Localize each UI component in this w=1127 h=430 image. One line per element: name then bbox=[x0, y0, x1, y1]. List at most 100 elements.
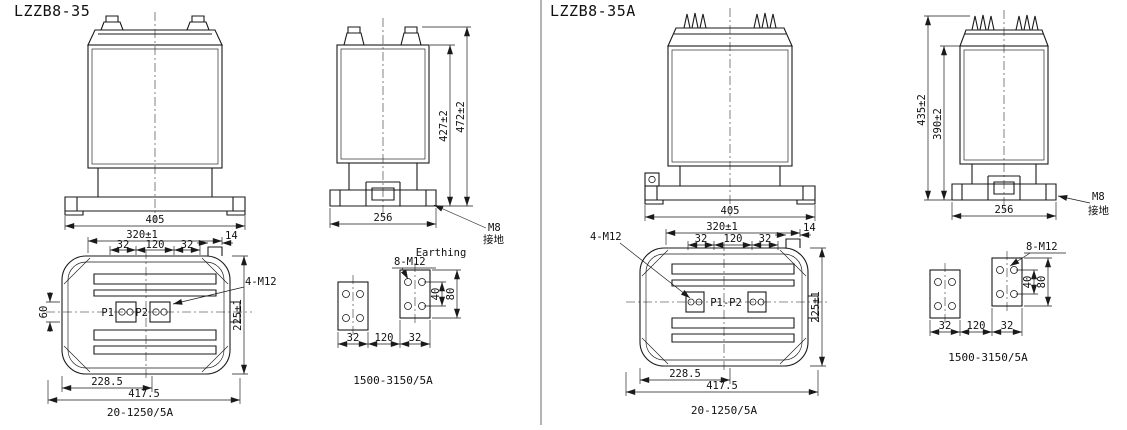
dim-label-472: 472±2 bbox=[455, 101, 467, 133]
term-bolts-label: 8-M12 bbox=[394, 256, 426, 268]
earth-cn-label: 接地 bbox=[483, 233, 504, 246]
top-tab-r bbox=[785, 238, 801, 248]
plan-bolt-callout-right: 4-M12 bbox=[590, 231, 691, 299]
dim-plan-segments: 32 120 32 bbox=[109, 239, 201, 255]
dim-label-t-seg1-r: 32 bbox=[939, 320, 952, 332]
core-laminations-r bbox=[671, 263, 795, 343]
dim-label-80-r: 80 bbox=[1036, 276, 1048, 289]
dim-plan-base2-r: 417.5 bbox=[625, 370, 819, 396]
waist-side bbox=[348, 163, 418, 190]
right-sheet: LZZB8-35A 405 435±2 bbox=[550, 2, 1110, 417]
waist bbox=[97, 168, 213, 197]
dim-plan-tab-r: 14 bbox=[775, 222, 816, 238]
body-outline-side-r bbox=[959, 45, 1049, 165]
dim-label-2285-r: 228.5 bbox=[669, 368, 701, 380]
side-lug bbox=[230, 301, 241, 323]
dim-plan-base1-r: 228.5 bbox=[639, 368, 731, 384]
dim-label-4175-r: 417.5 bbox=[706, 380, 738, 392]
plan-view-left: P1 P2 4-M12 320±1 32 120 32 14 2 bbox=[38, 229, 277, 419]
earth-en-label: Earthing bbox=[416, 247, 467, 259]
dim-label-14-r: 14 bbox=[803, 222, 816, 234]
dim-label-seg3: 32 bbox=[181, 239, 194, 251]
earth-terminal-detail bbox=[644, 172, 660, 187]
dim-label-seg3-r: 32 bbox=[759, 233, 772, 245]
p2-label: P2 bbox=[135, 307, 148, 319]
dim-label-t-seg2: 120 bbox=[375, 332, 394, 344]
dim-plan-depth-r: 225±1 bbox=[810, 247, 826, 367]
term-bolts-label-r: 8-M12 bbox=[1026, 241, 1058, 253]
core-laminations bbox=[93, 273, 217, 355]
dim-total-height: 472±2 bbox=[422, 26, 471, 206]
earth-cn-label-r: 接地 bbox=[1088, 204, 1110, 217]
dim-label-40: 40 bbox=[430, 288, 442, 301]
front-view-left: 405 bbox=[64, 12, 246, 230]
primary-terminals bbox=[100, 15, 210, 31]
p1-terminal-block-r bbox=[685, 291, 705, 313]
p1-label: P1 bbox=[101, 307, 114, 319]
plan-bolts-label: 4-M12 bbox=[245, 276, 277, 288]
dim-plan-segments-r: 32 120 32 bbox=[687, 233, 779, 250]
secondary-terminal-box-r bbox=[987, 175, 1021, 200]
top-tab bbox=[207, 246, 223, 256]
dim-term-pitch-left: 40 bbox=[424, 281, 446, 307]
model-title-left: LZZB8-35 bbox=[14, 2, 90, 20]
secondary-terminal-box bbox=[365, 181, 401, 206]
earthing-callout-right: M8 接地 bbox=[1057, 191, 1110, 217]
waist-r bbox=[679, 166, 781, 186]
earth-bolt-label: M8 bbox=[488, 222, 501, 234]
plan-bolt-callout-left: 4-M12 bbox=[172, 276, 277, 305]
dim-label-14: 14 bbox=[225, 230, 238, 242]
terminal-pad-1 bbox=[337, 281, 369, 331]
earth-bolt-label-r: M8 bbox=[1092, 191, 1105, 203]
terminal-view-right: 8-M12 40 80 32 120 32 1500-3150/5A bbox=[929, 241, 1066, 364]
primary-studs bbox=[683, 12, 777, 29]
body-inner-side-r bbox=[963, 49, 1045, 161]
dim-front-width: 405 bbox=[64, 214, 246, 230]
dim-plan-tab: 14 bbox=[197, 230, 238, 246]
dim-body-height-r: 390±2 bbox=[932, 45, 960, 200]
primary-studs-side bbox=[971, 14, 1039, 31]
dim-label-seg2: 120 bbox=[146, 239, 165, 251]
dim-label-256-r: 256 bbox=[995, 204, 1014, 216]
rating-label-term-right: 1500-3150/5A bbox=[948, 351, 1028, 364]
p2-terminal-block bbox=[149, 301, 171, 323]
terminal-pad-2-r bbox=[991, 257, 1023, 307]
dim-label-320: 320±1 bbox=[126, 229, 158, 241]
dim-label-60: 60 bbox=[38, 306, 50, 319]
dim-label-225-r: 225±1 bbox=[810, 291, 822, 323]
dim-label-80: 80 bbox=[445, 288, 457, 301]
terminal-bolt-holes-left bbox=[342, 278, 426, 322]
dim-label-seg1-r: 32 bbox=[695, 233, 708, 245]
terminal-bolt-holes-right bbox=[934, 266, 1018, 310]
dim-label-seg1: 32 bbox=[117, 239, 130, 251]
waist-side-r bbox=[971, 164, 1037, 184]
coil-inner-r bbox=[645, 253, 803, 361]
dim-term-segments-right: 32 120 32 bbox=[929, 308, 1023, 336]
dim-label-40-r: 40 bbox=[1022, 276, 1034, 289]
dim-label-225: 225±1 bbox=[232, 299, 244, 331]
primary-terminals-side bbox=[343, 26, 422, 46]
body-inner-side bbox=[340, 48, 426, 160]
dim-label-390: 390±2 bbox=[932, 108, 944, 140]
earthing-callout-left: M8 接地 Earthing bbox=[416, 204, 504, 259]
dim-label-320-r: 320±1 bbox=[706, 221, 738, 233]
rating-label-plan-left: 20-1250/5A bbox=[107, 406, 174, 419]
dim-label-4175: 417.5 bbox=[128, 388, 160, 400]
coil-inner bbox=[67, 261, 225, 369]
dim-label-t-seg1: 32 bbox=[347, 332, 360, 344]
plan-bolt-holes-r bbox=[687, 298, 765, 306]
plan-bolt-holes bbox=[118, 308, 168, 316]
dim-front-width-r: 405 bbox=[644, 205, 816, 221]
dim-total-height-r: 435±2 bbox=[916, 15, 970, 201]
p1-terminal-block bbox=[115, 301, 137, 323]
terminal-bolt-callout-left: 8-M12 bbox=[392, 256, 436, 280]
dim-side-width: 256 bbox=[329, 208, 437, 228]
dim-label-t-seg3-r: 32 bbox=[1001, 320, 1014, 332]
dim-label-405-r: 405 bbox=[721, 205, 740, 217]
terminal-view-left: 8-M12 40 80 32 120 32 1500-3150/5A bbox=[337, 256, 461, 387]
terminal-pad-1-r bbox=[929, 269, 961, 319]
terminal-pad-2 bbox=[399, 269, 431, 319]
base-flange bbox=[64, 196, 246, 216]
body-outline bbox=[87, 44, 223, 169]
